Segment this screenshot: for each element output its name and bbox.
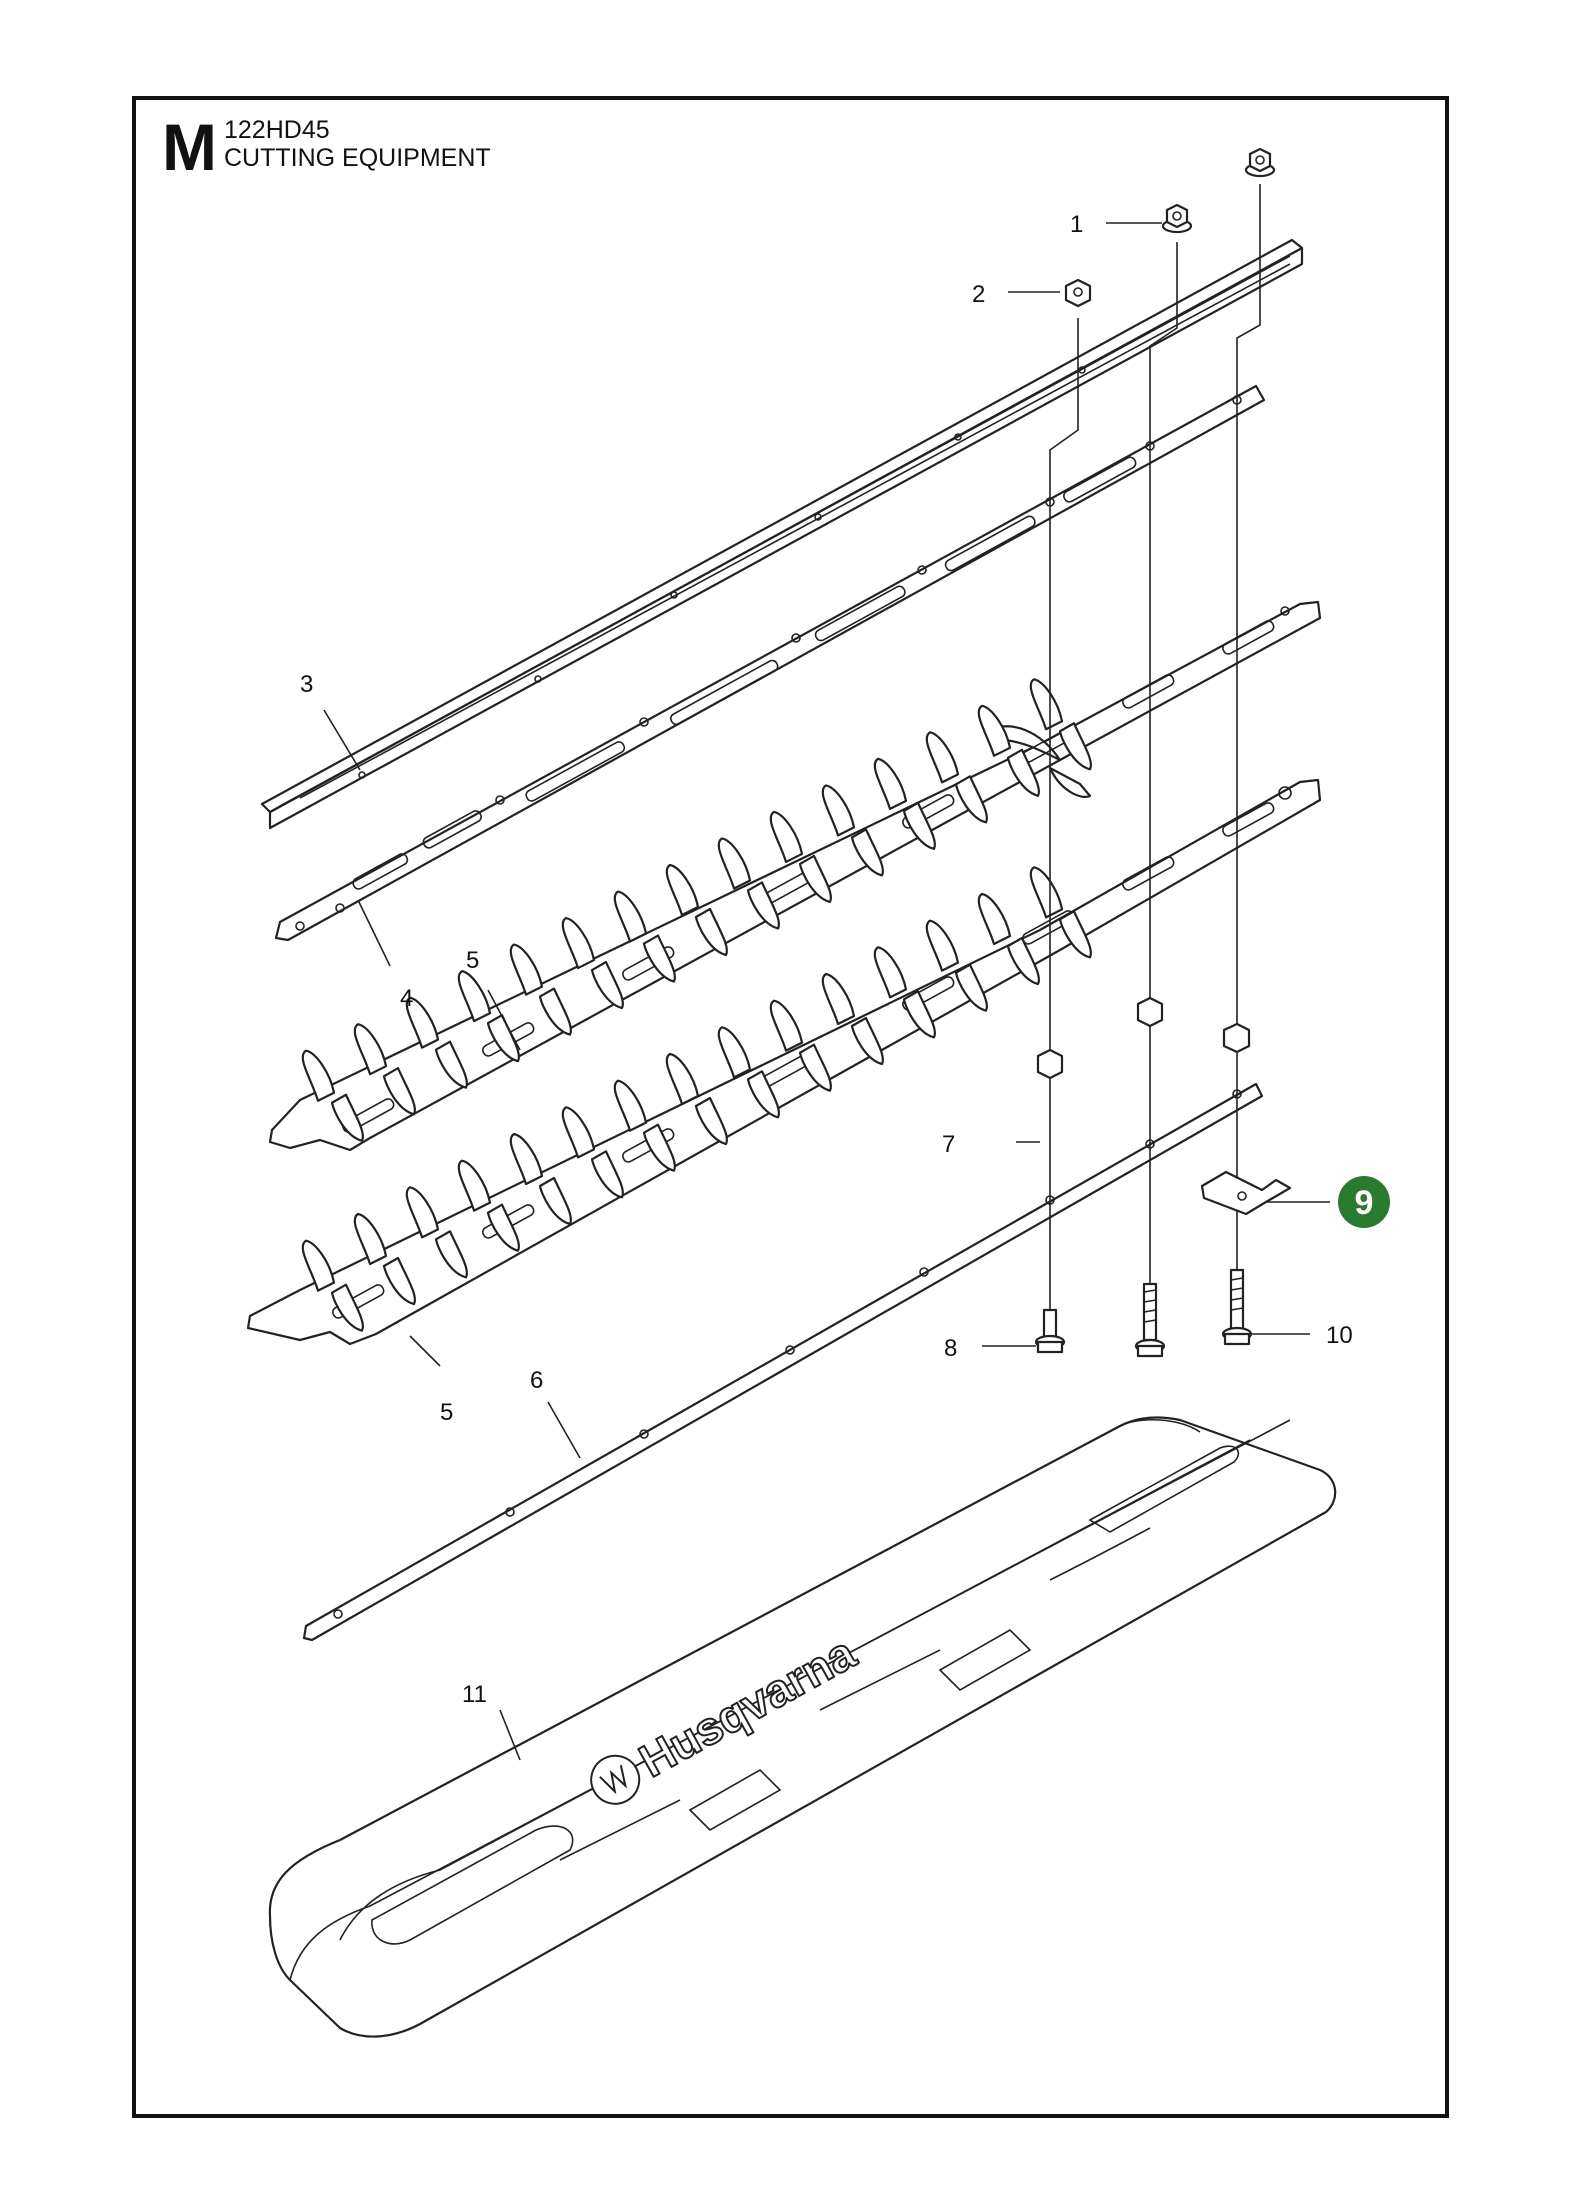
blade-tooth <box>665 863 700 917</box>
blade-tooth <box>509 943 544 996</box>
part-7-spacers <box>1036 996 1251 1080</box>
blade-tooth <box>717 1026 752 1079</box>
blade-tooth <box>769 810 804 864</box>
blade-tooth <box>665 1052 700 1106</box>
part-11-blade-guard <box>268 1416 1337 2038</box>
part-9-bracket <box>1200 1170 1292 1216</box>
blade-tooth <box>798 854 832 904</box>
callout-9[interactable]: 9 <box>1355 1184 1374 1222</box>
part-5-upper-blade <box>268 600 1322 1152</box>
callout-7[interactable]: 7 <box>942 1131 955 1158</box>
blade-tooth <box>509 1132 544 1186</box>
blade-tooth <box>798 1043 832 1092</box>
blade-tooth <box>538 987 572 1036</box>
callout-1[interactable]: 1 <box>1070 211 1083 238</box>
blade-tooth <box>902 990 936 1039</box>
blade-tooth <box>850 1016 884 1066</box>
blade-tooth <box>1029 678 1064 731</box>
blade-tooth <box>1006 748 1040 797</box>
leader-lines <box>323 222 1330 1761</box>
blade-tooth <box>717 837 752 890</box>
blade-tooth <box>821 972 856 1026</box>
callout-2[interactable]: 2 <box>972 281 985 308</box>
callout-6[interactable]: 6 <box>530 1367 543 1394</box>
blade-tooth <box>954 775 988 824</box>
part-3-guide-rail <box>260 238 1304 830</box>
part-4-slotted-plate <box>274 384 1266 942</box>
blade-tooth <box>769 999 804 1052</box>
blade-tooth <box>925 919 960 972</box>
callout-3[interactable]: 3 <box>300 671 313 698</box>
blade-tooth <box>694 1096 728 1146</box>
blade-tooth <box>301 1239 336 1292</box>
callout-8[interactable]: 8 <box>944 1335 957 1362</box>
part-1-flange-nut-2 <box>1244 147 1276 178</box>
blade-tooth <box>330 1093 364 1142</box>
blade-tooth <box>977 892 1012 946</box>
blade-tooth <box>353 1023 388 1076</box>
blade-tooth <box>954 963 988 1012</box>
blade-tooth <box>590 1150 624 1199</box>
blade-tooth <box>873 757 908 810</box>
blade-tooth <box>642 934 676 983</box>
callout-11[interactable]: 11 <box>462 1681 487 1708</box>
assembly-lines <box>1049 184 1261 1340</box>
blade-tooth <box>1029 866 1064 919</box>
blade-tooth <box>1058 722 1092 771</box>
part-1-flange-nut <box>1161 203 1193 234</box>
blade-tooth <box>486 1203 520 1252</box>
callout-5-upper[interactable]: 5 <box>466 947 479 974</box>
blade-tooth <box>434 1230 468 1279</box>
blade-tooth <box>613 890 648 943</box>
callout-9-circle <box>1338 1176 1390 1228</box>
blade-tooth <box>405 996 440 1049</box>
lower-blade-teeth <box>301 866 1092 1332</box>
callout-4[interactable]: 4 <box>400 985 413 1012</box>
blade-tooth <box>330 1283 364 1332</box>
blade-tooth <box>642 1123 676 1172</box>
blade-tooth <box>353 1212 388 1266</box>
part-10-screw <box>1221 1268 1253 1346</box>
page-frame <box>132 96 1449 2118</box>
blade-tooth <box>613 1079 648 1132</box>
blade-tooth <box>694 907 728 957</box>
callout-10[interactable]: 10 <box>1326 1322 1353 1349</box>
part-8-screw <box>1034 1308 1066 1354</box>
blade-tooth <box>977 704 1012 757</box>
blade-tooth <box>457 1159 492 1212</box>
blade-tooth <box>561 1106 596 1159</box>
callout-5-lower[interactable]: 5 <box>440 1399 453 1426</box>
blade-tooth <box>405 1186 440 1239</box>
husqvarna-crown-icon <box>590 1754 641 1805</box>
callout-9-badge[interactable]: 9 <box>1338 1176 1390 1228</box>
blade-tooth <box>538 1176 572 1226</box>
section-letter: M <box>162 110 217 184</box>
blade-tooth <box>873 946 908 999</box>
model-number: 122HD45 <box>224 116 330 144</box>
blade-tooth <box>382 1067 416 1116</box>
blade-tooth <box>457 970 492 1023</box>
blade-tooth <box>301 1049 336 1102</box>
blade-tooth <box>590 960 624 1010</box>
blade-tooth <box>746 1070 780 1119</box>
blade-tooth <box>434 1040 468 1089</box>
section-title: CUTTING EQUIPMENT <box>224 144 491 172</box>
blade-tooth <box>902 801 936 850</box>
blade-tooth <box>382 1256 416 1306</box>
blade-tooth <box>561 916 596 970</box>
blade-tooth <box>746 881 780 930</box>
part-2-nut <box>1064 278 1092 308</box>
part-10-screw-left <box>1134 1282 1166 1358</box>
upper-blade-teeth <box>301 678 1092 1142</box>
blade-tooth <box>925 731 960 784</box>
blade-tooth <box>821 784 856 837</box>
blade-tooth <box>1006 936 1040 986</box>
blade-tooth <box>1058 910 1092 959</box>
blade-tooth <box>850 828 884 877</box>
